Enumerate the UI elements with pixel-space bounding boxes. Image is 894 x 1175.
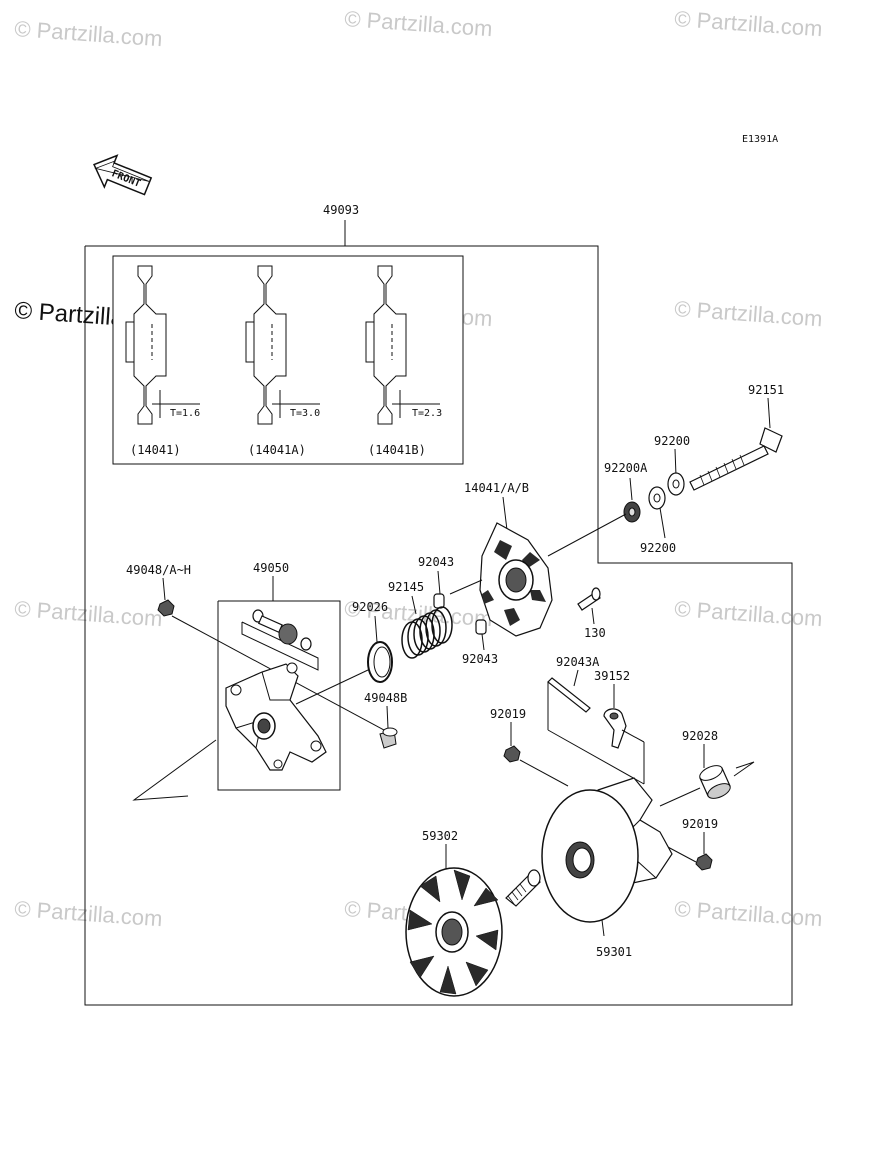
nut-92019-bottom: 92019: [665, 817, 718, 871]
variant-profile-2: T=3.0 (14041A): [245, 265, 320, 457]
label-92043A: 92043A: [556, 655, 600, 669]
watermark: © Partzilla.com: [674, 896, 824, 931]
assembly-label: 49093: [323, 203, 359, 217]
variant-profile-3: T=2.3 (14041B): [365, 265, 442, 457]
spider-14041: 14041/A/B: [449, 481, 627, 637]
label-92028: 92028: [682, 729, 718, 743]
label-92145: 92145: [388, 580, 424, 594]
label-92019-top: 92019: [490, 707, 526, 721]
label-92043-bottom: 92043: [462, 652, 498, 666]
watermark: © Partzilla.com: [674, 6, 824, 41]
variant-part-3: (14041B): [368, 443, 426, 457]
variant-part-1: (14041): [130, 443, 181, 457]
label-14041AB: 14041/A/B: [464, 481, 529, 495]
pins-92043: 92043 92043: [418, 555, 498, 666]
watermark: © Partzilla.com: [14, 596, 164, 631]
nut-49048B: 49048B: [364, 691, 407, 749]
bushing-92028: 92028: [659, 729, 755, 807]
bolt-130: 130: [577, 587, 606, 640]
label-59302: 59302: [422, 829, 458, 843]
spring-92145: 92145: [388, 580, 453, 659]
diagram-code: E1391A: [742, 134, 778, 145]
fixed-sheave-59302: 59302: [405, 829, 541, 997]
label-92200A: 92200A: [604, 461, 648, 475]
label-49048B: 49048B: [364, 691, 407, 705]
watermark: © Partzilla.com: [14, 16, 164, 51]
label-92200-bottom: 92200: [640, 541, 676, 555]
variant-profile-1: T=1.6 (14041): [125, 265, 200, 457]
label-49050: 49050: [253, 561, 289, 575]
label-92200-top: 92200: [654, 434, 690, 448]
shaft-92043A: 92043A: [547, 655, 645, 785]
label-130: 130: [584, 626, 606, 640]
label-39152: 39152: [594, 669, 630, 683]
assembly-outline: [84, 220, 793, 1006]
bolt-92151: 92151: [689, 383, 784, 491]
label-92026: 92026: [352, 600, 388, 614]
lever-39152: 39152: [594, 669, 645, 784]
weight-49050: 49050: [132, 561, 369, 801]
variant-thickness-3: T=2.3: [412, 408, 442, 419]
washers-92200: 92200 92200 92200A: [604, 434, 690, 555]
label-92151: 92151: [748, 383, 784, 397]
watermark: © Partzilla.com: [674, 596, 824, 631]
label-59301: 59301: [596, 945, 632, 959]
watermarks: © Partzilla.com © Partzilla.com © Partzi…: [14, 6, 824, 931]
variant-thickness-1: T=1.6: [170, 408, 200, 419]
watermark: © Partzilla.com: [14, 896, 164, 931]
label-92043-top: 92043: [418, 555, 454, 569]
watermark: © Partzilla.com: [674, 296, 824, 331]
variant-thickness-2: T=3.0: [290, 408, 320, 419]
label-49048AH: 49048/A~H: [126, 563, 191, 577]
front-arrow-icon: FRONT: [93, 154, 153, 196]
watermark: © Partzilla.com: [344, 6, 494, 41]
ring-92026: 92026: [352, 600, 393, 683]
label-92019-bottom: 92019: [682, 817, 718, 831]
thickness-inset: T=1.6 (14041) T=3.0 (14041A) T=2.3 (1404…: [112, 255, 464, 465]
variant-part-2: (14041A): [248, 443, 306, 457]
nut-92019-top: 92019: [490, 707, 569, 787]
sheave-59301: 59301: [541, 777, 673, 959]
